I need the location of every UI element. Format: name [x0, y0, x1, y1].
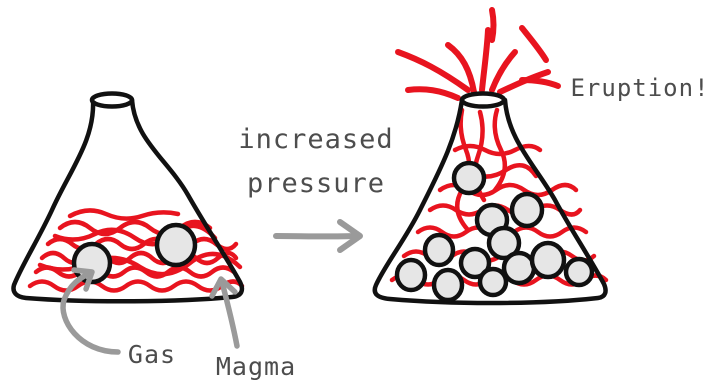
magma-before: [30, 210, 242, 290]
process-label-line-2: pressure: [247, 168, 385, 199]
arrow-icon: [212, 279, 237, 346]
eruption-label: Eruption!: [570, 74, 709, 102]
gas-label: Gas: [128, 340, 176, 369]
flask-after: [375, 10, 606, 303]
magma-label: Magma: [216, 352, 296, 381]
flask-before-mouth: [92, 94, 132, 107]
right-arrow-icon: [276, 222, 360, 250]
flask-before: [14, 94, 243, 302]
eruption-splashes: [398, 10, 558, 98]
process-label-line-1: increased: [238, 124, 393, 155]
curved-arrow-icon: [63, 270, 118, 352]
flask-after-mouth: [462, 94, 504, 107]
